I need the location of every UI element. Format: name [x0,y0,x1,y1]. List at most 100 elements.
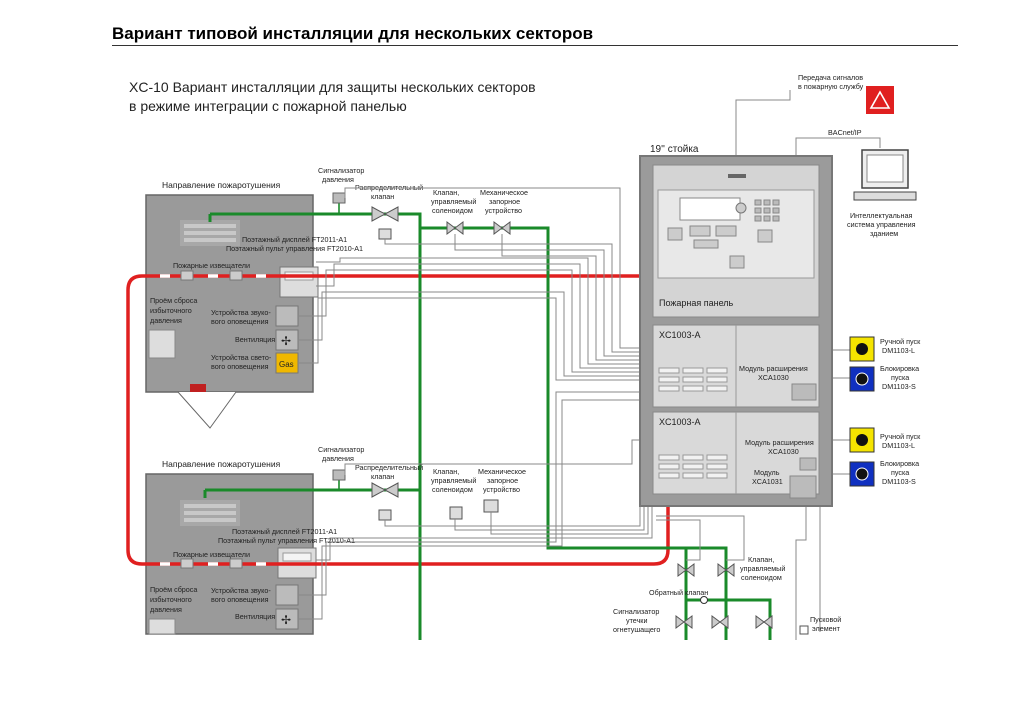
manual-start-1-knob [856,343,868,355]
sector2-mech-line2: запорное [487,476,518,485]
rack-label: 19'' стойка [650,144,699,155]
sector1-distrib-line2: клапан [371,192,394,201]
sector1-solenoid-line2: управляемый [431,197,476,206]
sector2-floor-display [282,552,312,562]
detector-loop [126,274,670,566]
bms-line2: система управления [847,220,916,229]
sector2-siren-icon [275,584,299,606]
sector2-pressure-line2: давления [322,454,354,463]
module-b-ext-line2: XCA1030 [768,447,799,456]
sector1-sound-line1: Устройства звуко- [211,308,271,317]
sector2-sound-line1: Устройства звуко- [211,586,271,595]
fire-panel-button-6 [729,255,745,269]
sector1-pressure-sensor [332,192,346,204]
block-2-line1: Блокировка [880,459,919,468]
start-element-icon [799,625,809,635]
sector1-light-line2: вого оповещения [211,362,269,371]
sector2-relief-line2: избыточного [150,595,192,604]
bms-keyboard [853,191,917,201]
sector1-relief-line3: давления [150,316,182,325]
fire-service-line1: Передача сигналов [798,73,863,82]
module-a-ext-line2: XCA1030 [758,373,789,382]
sector1-mech-line1: Механическое [480,188,528,197]
leak-line1: Сигнализатор [613,607,659,616]
sector1-mech-line2: запорное [489,197,520,206]
block-2-line2: пуска [891,468,909,477]
module-a-ext-line1: Модуль расширения [739,364,808,373]
sector2-relief-line3: давления [150,605,182,614]
sector2-solenoid-valve [449,506,463,520]
sector2-floor-panel-label: Поэтажный пульт управления FT2010-A1 [218,536,355,545]
fire-panel-knob [735,202,747,214]
sector1-relief-vent [148,329,176,359]
sector1-distrib-valve [371,206,399,222]
sector1-siren-icon [275,305,299,327]
sector1-relief-line1: Проём сброса [150,296,197,305]
bottom-solenoid-line3: соленоидом [741,573,782,582]
sector2-distrib-line1: Распределительный [355,463,423,472]
check-valve-label: Обратный клапан [649,588,708,597]
leak-line3: огнетушащего [613,625,660,634]
sector1-sound-line2: вого оповещения [211,317,269,326]
bms-line3: зданием [870,229,898,238]
fire-panel-display [679,197,741,221]
module-b-ext2-board [789,475,817,499]
sector2-fan-glyph: ✢ [281,613,291,627]
block-1-line1: Блокировка [880,364,919,373]
bms-screen [866,154,904,183]
block-1-line2: пуска [891,373,909,382]
bottom-solenoid-valve-2 [717,563,735,577]
fire-service-emblem [869,90,891,109]
fire-panel-keypad [754,199,780,222]
module-b-title: XC1003-A [659,417,701,427]
sector1-direction: Направление пожаротушения [162,180,281,190]
sector2-sound-line2: вого оповещения [211,595,269,604]
module-b-ext2-line1: Модуль [754,468,780,477]
start-line1: Пусковой [810,615,841,624]
fire-panel-button-4 [757,229,773,243]
sector2-pressure-sensor [332,469,346,481]
manual-start-2-knob [856,434,868,446]
fire-panel-button-1 [667,227,683,241]
sector1-vent-label: Вентиляция [235,335,275,344]
sector2-distrib-valve [371,482,399,498]
sector1-nozzles [180,220,240,246]
sector1-mech-line3: устройство [485,206,522,215]
fire-panel-label: Пожарная панель [659,298,734,308]
module-b-ext-line1: Модуль расширения [745,438,814,447]
check-valve-icon [700,596,708,604]
block-2-line3: DM1103-S [882,477,916,486]
module-b-ext2-line2: XCA1031 [752,477,783,486]
sector2-solenoid-line2: управляемый [431,476,476,485]
module-b-ext-board [799,457,817,471]
start-line2: элемент [812,624,841,633]
sector1-light-line1: Устройства свето- [211,353,272,362]
detector-loop-dashes [160,274,266,566]
sector1-mech-valve [493,221,511,235]
sector2-direction: Направление пожаротушения [162,459,281,469]
sector1-display-label: Поэтажный дисплей FT2011-A1 [242,235,347,244]
sector1-abort-switch [190,384,206,392]
sector2-relief-vent [148,618,176,635]
sector1-solenoid-line3: соленоидом [432,206,473,215]
cylinder-heads [675,615,773,629]
sector1-pressure-line2: давления [322,175,354,184]
module-a-ext-board [791,383,817,401]
block-1-line3: DM1103-S [882,382,916,391]
fire-panel-button-2 [689,225,711,237]
sector2-distrib-actuator [378,509,392,521]
fire-panel-handle [728,174,746,178]
title-divider [112,45,958,46]
manual-start-1-line1: Ручной пуск [880,337,921,346]
sector1-floor-panel-label: Поэтажный пульт управления FT2010-A1 [226,244,363,253]
fire-panel-button-5 [693,239,719,249]
sector1-solenoid-valve [446,221,464,235]
bms-line1: Интеллектуальная [850,211,913,220]
sector2-nozzles [180,500,240,526]
diagram-heading-line1: XC-10 Вариант инсталляции для защиты нес… [129,79,536,95]
page-title: Вариант типовой инсталляции для нескольк… [112,24,594,43]
sector1-distrib-actuator [378,228,392,240]
fire-service-line2: в пожарную службу [798,82,864,91]
sector2-distrib-line2: клапан [371,472,394,481]
sector2-solenoid-line1: Клапан, [433,467,459,476]
